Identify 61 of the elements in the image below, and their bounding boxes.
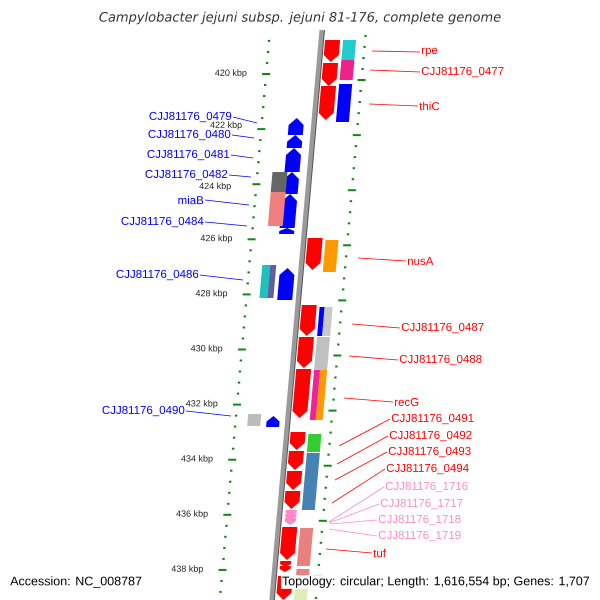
topology-text: Topology: circular; Length: 1,616,554 bp; Genes: 1,707 [280, 575, 591, 589]
gene-label: CJJ81176_0493 [388, 446, 471, 458]
gene-label: CJJ81176_0492 [390, 430, 472, 442]
gene-label: CJJ81176_0484 [121, 216, 204, 228]
leader-line [228, 174, 252, 178]
axis-tick-label: 436 kbp [176, 510, 208, 518]
leader-line [200, 274, 244, 280]
accession-text: Accession: NC_008787 [10, 576, 142, 588]
leader-line [328, 528, 378, 536]
leader-line [352, 324, 400, 328]
gene-label: CJJ81176_1719 [378, 530, 461, 542]
gene-label: CJJ81176_0482 [145, 170, 228, 180]
gene-label: CJJ81176_0490 [102, 406, 184, 416]
axis-tick-label: 428 kbp [196, 290, 228, 298]
leader-line [330, 520, 378, 524]
gene-label: CJJ81176_0480 [148, 130, 230, 140]
leader-line [232, 134, 254, 138]
axis-tick-label: 426 kbp [200, 234, 232, 243]
axis-tick-label: 432 kbp [186, 400, 218, 408]
gene-label: CJJ81176_0494 [386, 464, 469, 474]
leader-line [332, 468, 386, 504]
axis-tick-label: 422 kbp [210, 121, 242, 130]
leader-line [328, 486, 384, 522]
gene-label: CJJ81176_1717 [380, 498, 463, 510]
leader-line [338, 418, 390, 446]
gene-label: recG [394, 398, 418, 406]
leader-line [204, 222, 248, 226]
gene-label: CJJ81176_0479 [149, 112, 232, 122]
axis-tick-label: 434 kbp [181, 455, 213, 464]
title: Campylobacter jejuni subsp. jejuni 81-176, complete genome [99, 12, 501, 24]
leader-line [232, 116, 258, 124]
leader-line [328, 504, 380, 524]
gene-label: CJJ81176_0488 [400, 354, 482, 366]
gene-label: CJJ81176_1716 [386, 482, 468, 492]
leader-line [358, 258, 406, 262]
gene-label: nusA [408, 257, 434, 266]
leader-line [204, 200, 250, 206]
axis-tick-label: 420 kbp [215, 69, 246, 78]
gene-label: CJJ81176_0481 [147, 150, 230, 160]
gene-label: tuf [373, 548, 386, 558]
leader-line [336, 436, 388, 464]
gene-label: rpe [422, 48, 438, 56]
gene-label: CJJ81176_0487 [402, 322, 484, 334]
leader-line [348, 356, 398, 360]
leader-line [326, 548, 372, 554]
axis-tick-label: 430 kbp [190, 344, 222, 354]
leader-line [334, 452, 388, 480]
gene-label: miaB [178, 196, 204, 204]
leader-line [186, 410, 232, 416]
leader-line [368, 104, 418, 106]
leader-line [344, 398, 394, 402]
leader-line [230, 154, 254, 158]
gene-label: CJJ81176_0486 [116, 270, 198, 280]
leader-line [372, 50, 420, 52]
gene-label: CJJ81176_0477 [422, 66, 504, 78]
gene-label: CJJ81176_1718 [378, 514, 461, 526]
leader-line [370, 70, 420, 72]
axis-tick-label: 438 kbp [171, 565, 203, 574]
axis-tick-label: 424 kbp [199, 182, 231, 191]
gene-label: thiC [419, 102, 440, 110]
gene-label: CJJ81176_0491 [392, 414, 474, 424]
